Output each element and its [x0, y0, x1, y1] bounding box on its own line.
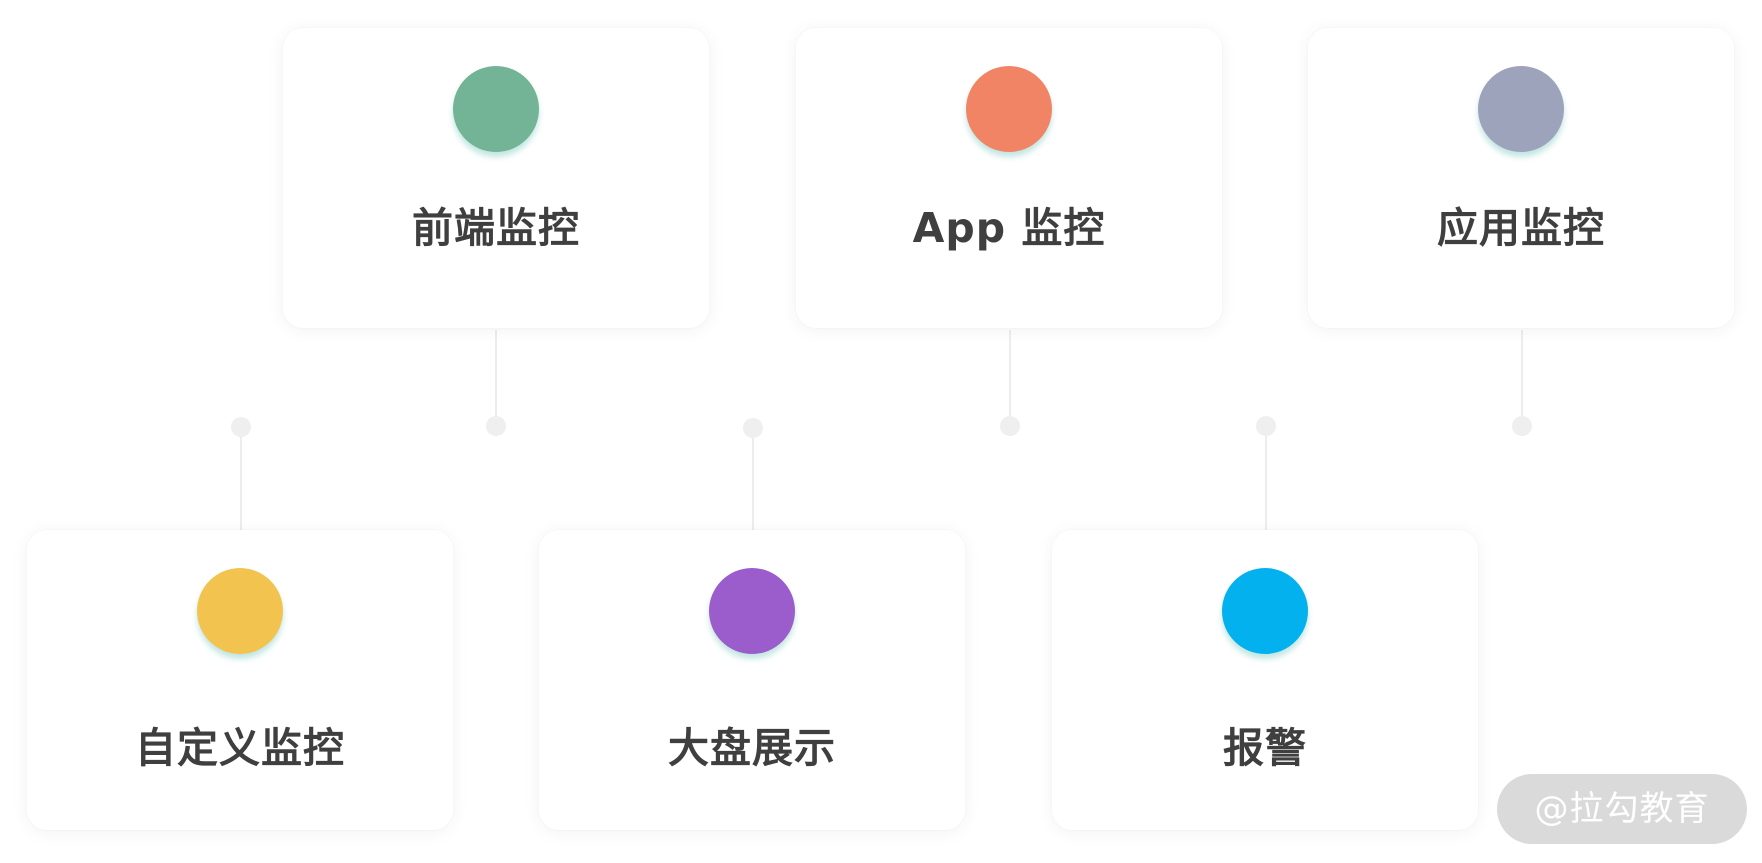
- timeline-node: [1000, 416, 1020, 436]
- timeline-node: [486, 416, 506, 436]
- connector-line: [752, 428, 754, 530]
- circle-icon: [709, 568, 795, 654]
- connector-line: [495, 330, 497, 427]
- card-alerting: 报警: [1052, 530, 1478, 830]
- card-app-monitoring: App 监控: [796, 28, 1222, 328]
- circle-icon: [1222, 568, 1308, 654]
- card-custom-monitoring: 自定义监控: [27, 530, 453, 830]
- connector-line: [240, 427, 242, 530]
- card-frontend-monitoring: 前端监控: [283, 28, 709, 328]
- card-label: App 监控: [912, 204, 1106, 252]
- timeline-node: [743, 418, 763, 438]
- card-label: 前端监控: [412, 204, 580, 252]
- circle-icon: [197, 568, 283, 654]
- timeline-node: [1256, 416, 1276, 436]
- timeline-node: [1512, 416, 1532, 436]
- card-label: 自定义监控: [135, 724, 345, 772]
- timeline-node: [231, 417, 251, 437]
- connector-line: [1009, 330, 1011, 427]
- connector-line: [1521, 330, 1523, 427]
- card-application-monitoring: 应用监控: [1308, 28, 1734, 328]
- card-dashboard: 大盘展示: [539, 530, 965, 830]
- connector-line: [1265, 427, 1267, 530]
- card-label: 报警: [1223, 724, 1307, 772]
- circle-icon: [966, 66, 1052, 152]
- circle-icon: [1478, 66, 1564, 152]
- card-label: 应用监控: [1437, 204, 1605, 252]
- card-label: 大盘展示: [668, 724, 836, 772]
- watermark: @拉勾教育: [1497, 774, 1747, 844]
- circle-icon: [453, 66, 539, 152]
